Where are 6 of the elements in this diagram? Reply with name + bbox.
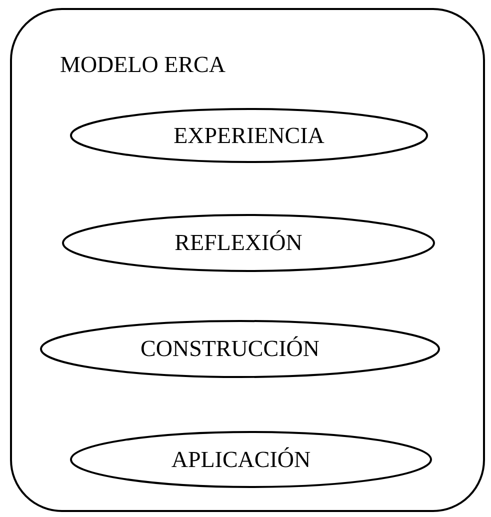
stage-label: APLICACIÓN: [170, 446, 312, 472]
model-frame: [10, 8, 485, 512]
model-title: MODELO ERCA: [60, 52, 226, 78]
stage-label: EXPERIENCIA: [172, 122, 326, 148]
stage-label: REFLEXIÓN: [174, 230, 304, 256]
stage-label: CONSTRUCCIÓN: [140, 336, 320, 362]
